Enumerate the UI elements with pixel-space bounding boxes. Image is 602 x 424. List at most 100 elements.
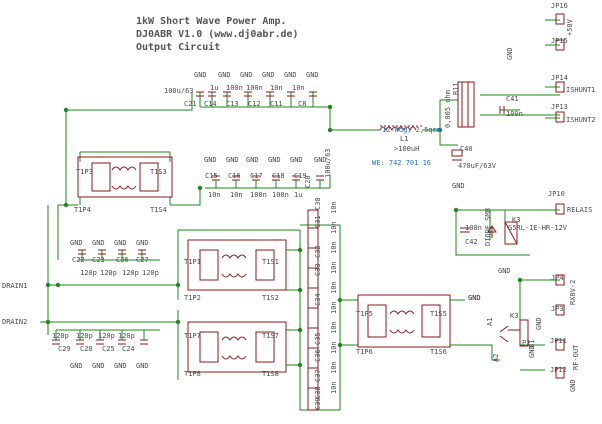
label-gnd-t5: GND (284, 71, 297, 79)
label-ishunt1: ISHUNT1 (566, 86, 596, 94)
label-c41-value: 100n (506, 110, 523, 118)
label-rx8v-2: RX8V-2 (569, 280, 577, 305)
label-t1p3: T1P3 (76, 168, 93, 176)
label-c20: C20 (304, 175, 312, 188)
label-gnd-l4: GND (136, 362, 149, 370)
junction-dot (175, 282, 181, 288)
label-c29: C29 (58, 345, 71, 353)
label-gnd-l2: GND (92, 362, 105, 370)
label-p1: P1 (522, 339, 530, 347)
label-c16: C16 (228, 172, 241, 180)
label-gnd-m1: GND (204, 156, 217, 164)
junction-dot (297, 247, 303, 253)
junction-dot (517, 277, 523, 283)
label-jp15: JP15 (551, 37, 568, 45)
label-gnd-l3: GND (114, 362, 127, 370)
junction-dot (63, 202, 69, 208)
label-c39: C39 (314, 397, 322, 410)
label-jp13: JP13 (551, 103, 568, 111)
label-lo-v4: 120p (118, 332, 135, 340)
label-pin-b1: B1 (528, 340, 536, 348)
label-c40: C40 (460, 145, 473, 153)
label-gnd-p1: GND (528, 345, 536, 358)
junction-dot (327, 104, 333, 110)
label-c40-value: 470uF/63V (458, 162, 497, 170)
label-t1s8: T1S8 (262, 370, 279, 378)
label-gnd-u2: GND (92, 239, 105, 247)
label-c25: C25 (102, 345, 115, 353)
label-lo-v3: 120p (98, 332, 115, 340)
junction-dot (337, 342, 343, 348)
label-l1-desc: 12 Wdg, 2,5qmm (382, 126, 441, 134)
label-drain2: DRAIN2 (2, 318, 27, 326)
label-gnd-l1: GND (70, 362, 83, 370)
label-diode-smb: DIODE SMB (484, 208, 492, 246)
label-jp10: JP10 (548, 190, 565, 198)
label-t1p7: T1P7 (184, 332, 201, 340)
label-gnd-t2: GND (218, 71, 231, 79)
connectors (499, 13, 565, 379)
labels: JP16+50VJP15GNDJP14ISHUNT1JP13ISHUNT2R11… (2, 2, 596, 410)
label-t1p4: T1P4 (74, 206, 91, 214)
label-col-v4: 10n (330, 261, 338, 274)
junction-dot (327, 127, 333, 133)
label-drain1: DRAIN1 (2, 282, 27, 290)
junction-dot (175, 319, 181, 325)
label-c35: C35 (314, 332, 322, 345)
label-gnd-m6: GND (314, 156, 327, 164)
label-c22: C22 (72, 256, 85, 264)
label-col-v8: 10n (330, 341, 338, 354)
label-col-v3: 10n (330, 241, 338, 254)
label-c11: C11 (270, 100, 283, 108)
label-t1p6: T1P6 (356, 348, 373, 356)
label-gnd-jp12: GND (569, 379, 577, 392)
label-c41: C41 (506, 95, 519, 103)
label-col-v5: 10n (330, 281, 338, 294)
label-pin-a1: A1 (486, 318, 494, 326)
label-c18: C18 (272, 172, 285, 180)
junction-dot (297, 362, 303, 368)
label-l1-value: >100uH (394, 145, 419, 153)
label-t1p5: T1P5 (356, 310, 373, 318)
label-gnd-u1: GND (70, 239, 83, 247)
label-r11: R11 (452, 82, 460, 95)
label-jp11: JP11 (550, 337, 567, 345)
label-c36: C36 (314, 349, 322, 362)
label-t1s3: T1S3 (150, 168, 167, 176)
capacitors (52, 91, 505, 411)
label-c38: C38 (314, 386, 322, 399)
label-col-v9: 10n (330, 361, 338, 374)
label-col-v7: 10n (330, 321, 338, 334)
label-c32: C32 (314, 245, 322, 258)
label-mid-v1: 10n (208, 191, 221, 199)
junction-dots (45, 104, 523, 368)
label-t1p8: T1P8 (184, 370, 201, 378)
label-top-v1: 1u (210, 84, 218, 92)
label-gnd-m4: GND (268, 156, 281, 164)
label-c31: C31 (314, 215, 322, 228)
title-line-1: 1kW Short Wave Power Amp. (136, 16, 287, 27)
label-up-v4: 120p (142, 269, 159, 277)
label-c23: C23 (92, 256, 105, 264)
label-top-v5: 10n (292, 84, 305, 92)
label-jp14: JP14 (551, 74, 568, 82)
label-gnd-t6: GND (306, 71, 319, 79)
label-top-v3: 100n (246, 84, 263, 92)
label-ishunt2: ISHUNT2 (566, 116, 596, 124)
label-t1s1: T1S1 (262, 258, 279, 266)
label-gnd-jp3: GND (535, 317, 543, 330)
label-c21-value: 100u/63 (164, 87, 194, 95)
junction-dot (297, 287, 303, 293)
label-jp12: JP12 (550, 366, 567, 374)
junction-dot (437, 127, 443, 133)
label-t1p1: T1P1 (184, 258, 201, 266)
label-mid-v5: 1u (294, 191, 302, 199)
label-c30: C30 (314, 197, 322, 210)
title-line-2: DJ0ABR V1.0 (www.dj0abr.de) (136, 28, 299, 40)
label-gnd-m5: GND (290, 156, 303, 164)
label-c24: C24 (122, 345, 135, 353)
junction-dot (45, 319, 51, 325)
label-c12: C12 (248, 100, 261, 108)
